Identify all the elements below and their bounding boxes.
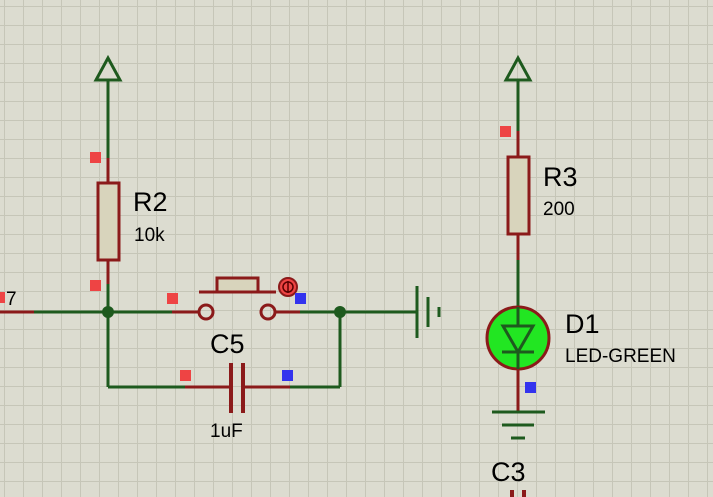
ground-symbol-middle[interactable] (415, 286, 441, 338)
resistor-r3[interactable] (506, 131, 531, 260)
pin-marker-blue (282, 370, 293, 381)
r2-value-label: 10k (134, 225, 165, 246)
ground-symbol-right[interactable] (492, 410, 545, 440)
junction-dot-left (102, 306, 114, 318)
r3-value-label: 200 (543, 199, 575, 220)
pin-marker-red (90, 152, 101, 163)
pin-marker-blue (525, 382, 536, 393)
capacitor-c3-partial[interactable] (510, 490, 526, 497)
capacitor-c5[interactable] (185, 363, 290, 413)
pin-marker-red (167, 293, 178, 304)
pin-marker-red (0, 292, 5, 303)
led-d1[interactable] (485, 305, 551, 371)
power-terminal-left[interactable] (93, 54, 123, 158)
resistor-r2[interactable] (96, 158, 121, 284)
push-button[interactable] (172, 276, 300, 321)
c5-ref-label: C5 (210, 329, 245, 359)
d1-ref-label: D1 (565, 309, 600, 339)
d1-value-label: LED-GREEN (565, 346, 676, 367)
power-terminal-right[interactable] (503, 54, 533, 131)
junction-dot-right (334, 306, 346, 318)
button-actuator-icon[interactable] (278, 277, 298, 297)
pin-marker-red (180, 370, 191, 381)
pin-marker-red (90, 280, 101, 291)
r3-ref-label: R3 (543, 162, 578, 192)
r2-ref-label: R2 (133, 187, 168, 217)
c5-value-label: 1uF (210, 421, 243, 442)
pin-marker-red (500, 126, 511, 137)
pin-marker-blue (295, 293, 306, 304)
net-label-fragment: 7 (6, 289, 17, 310)
c3-ref-label: C3 (491, 457, 526, 487)
